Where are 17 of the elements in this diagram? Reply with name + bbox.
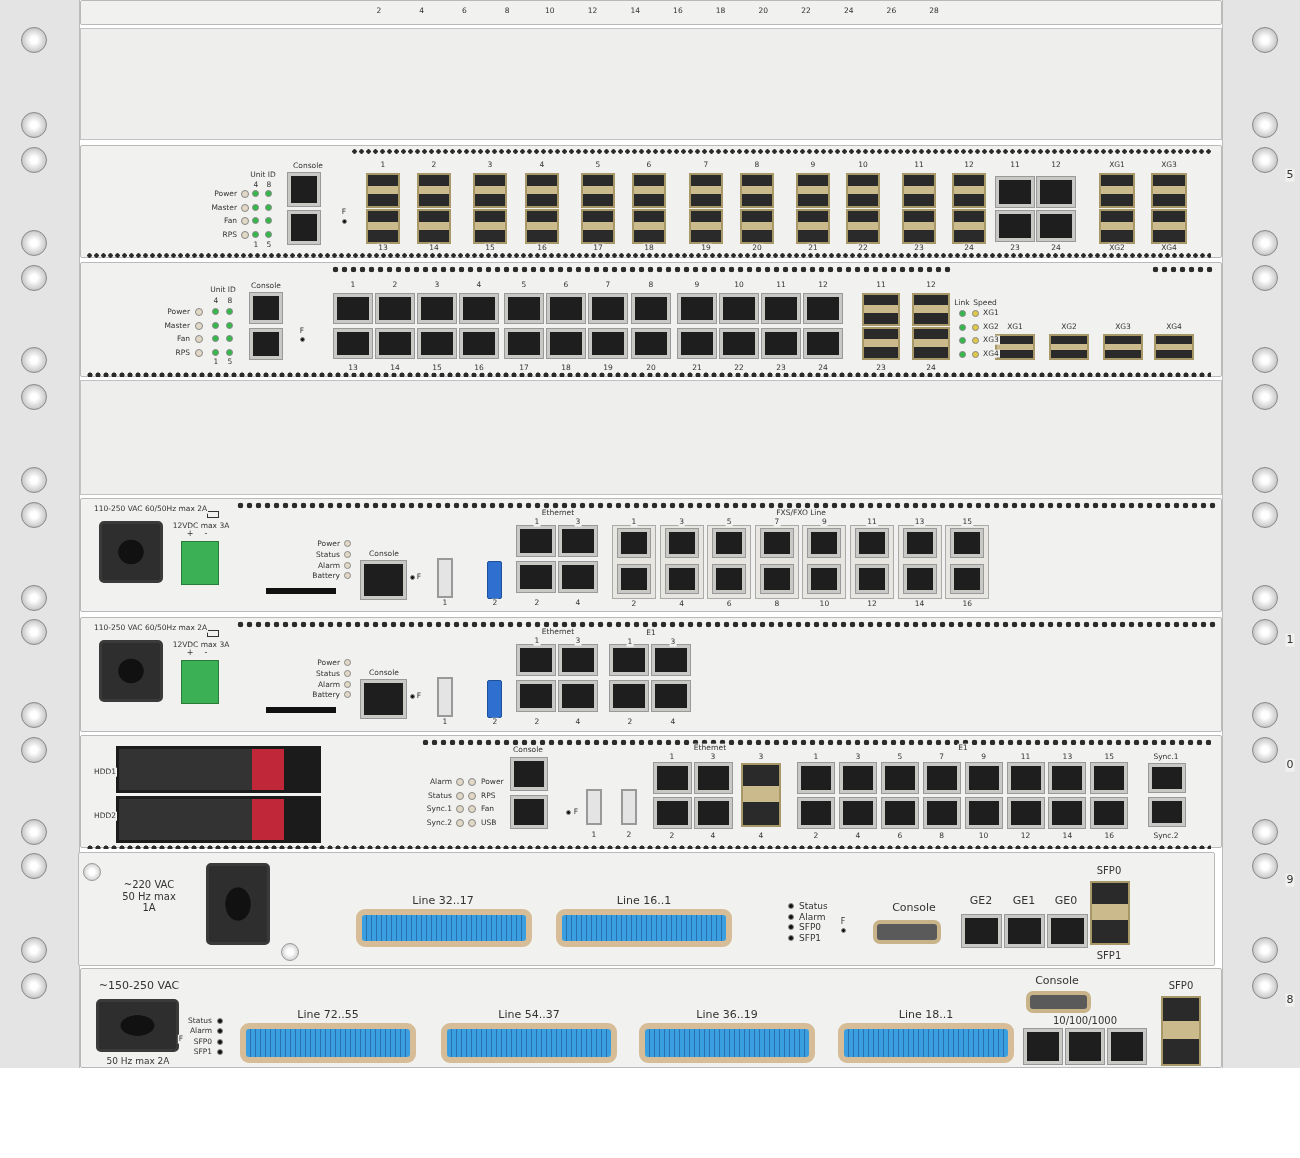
- rack-unit-number: 1: [1285, 633, 1295, 647]
- port-label: 10/100/1000: [1052, 1015, 1118, 1027]
- rack-unit-number: 9: [1285, 873, 1295, 887]
- rack-unit-number: 0: [1285, 758, 1295, 772]
- rack-unit-number: 8: [1285, 993, 1295, 1007]
- port-label: F: [839, 917, 847, 927]
- led-label: SFP0: [798, 921, 823, 933]
- led-label: Status: [798, 900, 829, 912]
- polarity-mark: +: [185, 648, 195, 658]
- port-label: SFP0: [1095, 865, 1123, 877]
- rack-unit-number: 5: [1285, 168, 1295, 182]
- port-label: SFP1: [1095, 950, 1123, 962]
- led-label: SFP1: [798, 932, 823, 943]
- polarity-mark: +: [185, 529, 195, 539]
- rating-label: 50 Hz max 2A: [105, 1055, 171, 1067]
- port-label: SFP0: [1167, 980, 1195, 992]
- led-label: Alarm: [798, 911, 827, 922]
